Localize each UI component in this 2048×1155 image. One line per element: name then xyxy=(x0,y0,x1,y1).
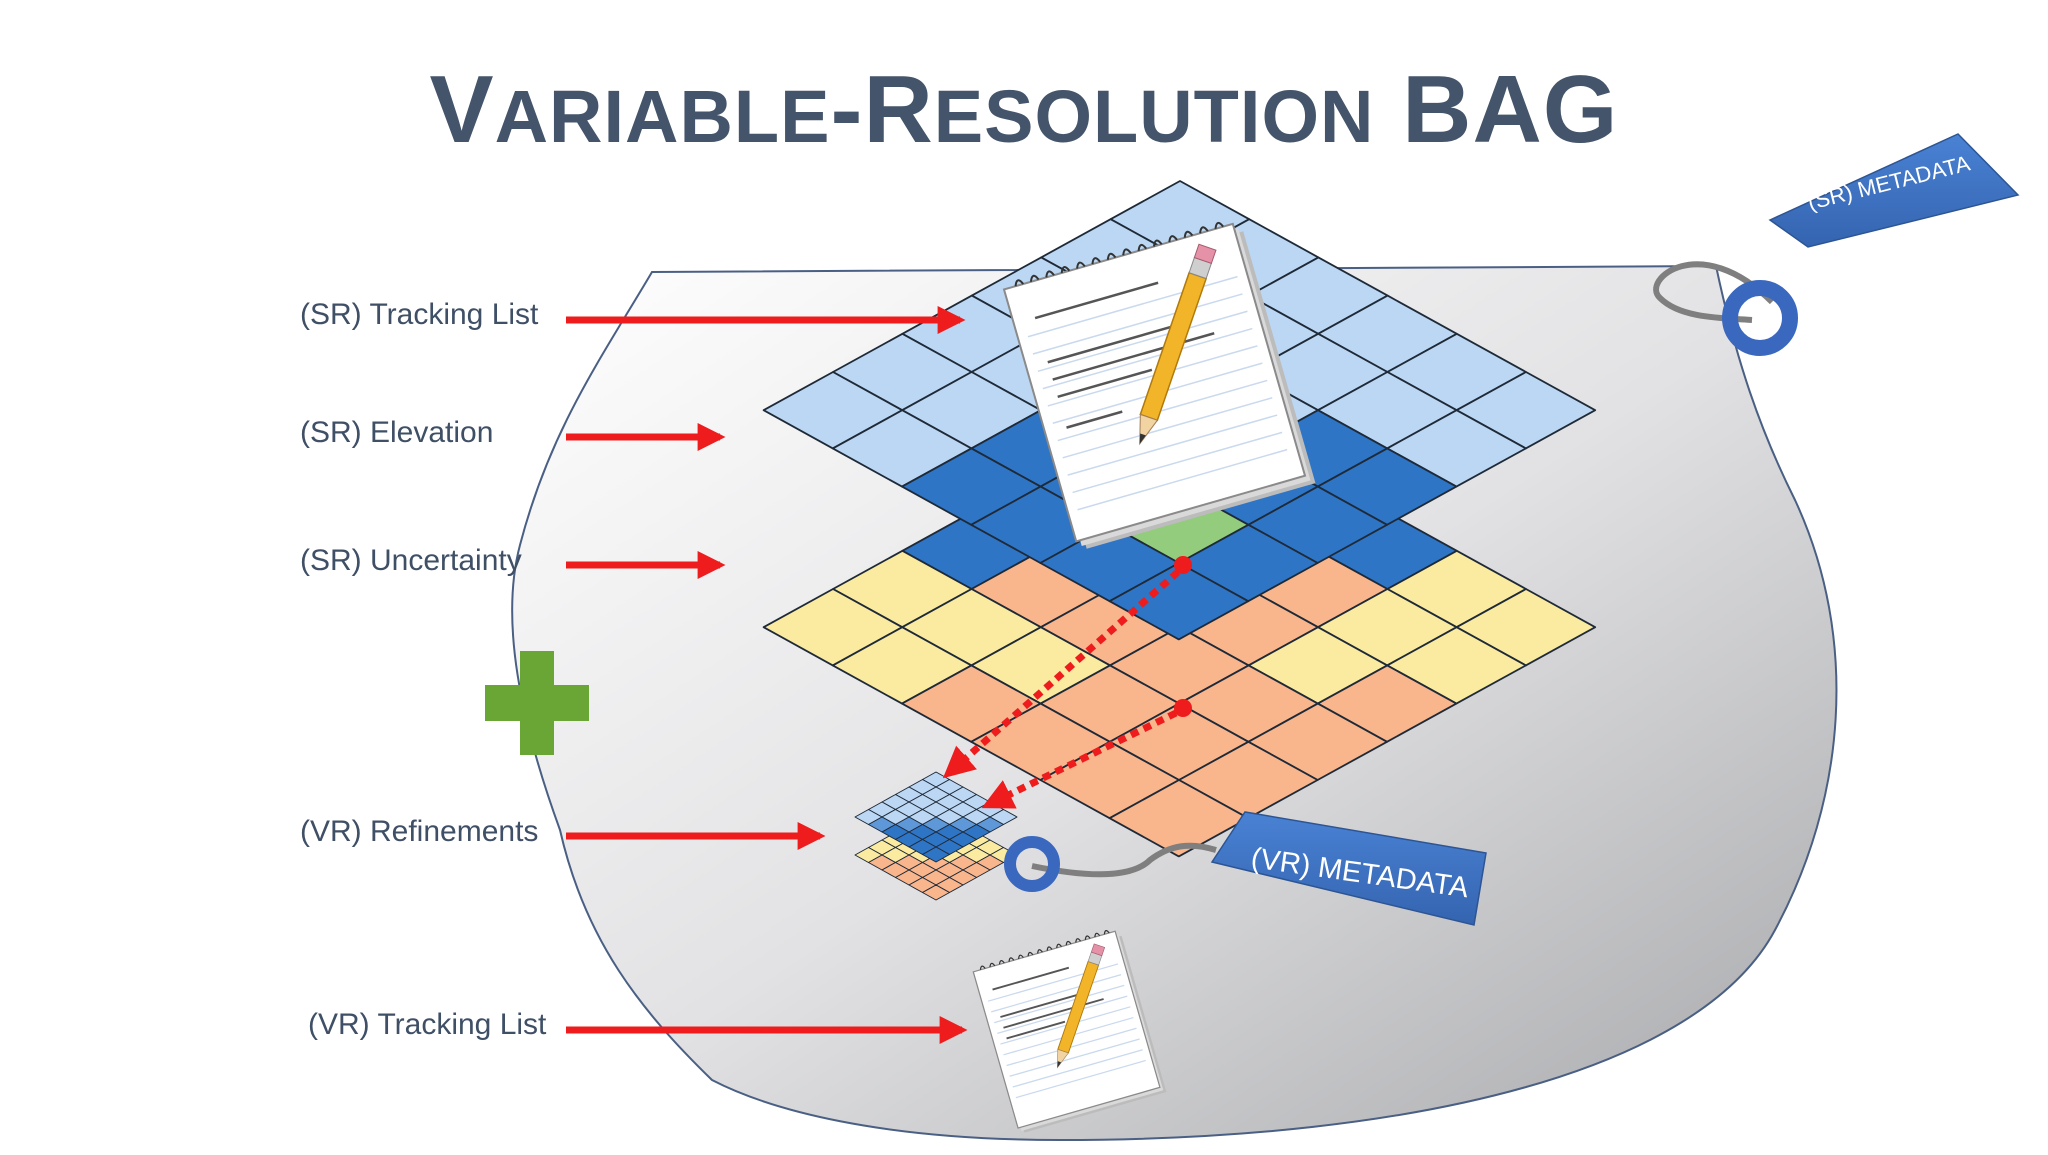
uncertainty-cell xyxy=(1108,779,1250,858)
vr-tag-cord xyxy=(1031,842,1217,878)
plus-icon xyxy=(485,651,589,755)
sr-ring-icon xyxy=(1722,280,1798,356)
sr-tag-icon xyxy=(1768,133,2020,248)
title-first-rest: ARIABLE xyxy=(494,75,831,158)
title-third: BAG xyxy=(1402,56,1619,163)
label-sr-elevation: (SR) Elevation xyxy=(300,416,494,449)
sr-tag-cord xyxy=(1653,261,1775,323)
label-sr-uncertainty: (SR) Uncertainty xyxy=(300,544,522,577)
label-sr-tracking-list: (SR) Tracking List xyxy=(300,298,539,331)
vr-refinements-grid xyxy=(854,771,1018,901)
vr-metadata-tag-group xyxy=(1004,811,1487,926)
vr-elevation-cell xyxy=(922,846,950,863)
refinement-dot-lower xyxy=(1174,699,1192,717)
page-title: VARIABLE-RESOLUTION BAG xyxy=(0,62,2048,158)
dotted-arrow-lower xyxy=(981,709,1178,809)
dotted-arrow-upper xyxy=(942,569,1181,779)
label-arrows xyxy=(566,306,968,1044)
vr-ring-icon xyxy=(1004,836,1060,892)
title-second-rest: ESOLUTION xyxy=(933,75,1375,158)
vr-tag-icon xyxy=(1210,811,1487,926)
refinement-pointer-arrows xyxy=(942,556,1192,809)
notepad-pencil-icon xyxy=(972,930,1167,1133)
refinement-dot-upper xyxy=(1174,556,1192,574)
title-first-initial: V xyxy=(429,56,495,163)
notepad-pencil-icon xyxy=(1002,221,1316,549)
sr-metadata-tag-group xyxy=(1653,133,2020,356)
label-vr-refinements: (VR) Refinements xyxy=(300,815,539,848)
title-dash: - xyxy=(830,56,864,163)
label-vr-tracking-list: (VR) Tracking List xyxy=(308,1008,547,1041)
vr-uncertainty-cell xyxy=(922,884,950,901)
title-second-initial: R xyxy=(863,56,934,163)
elevation-cell xyxy=(1108,562,1250,641)
